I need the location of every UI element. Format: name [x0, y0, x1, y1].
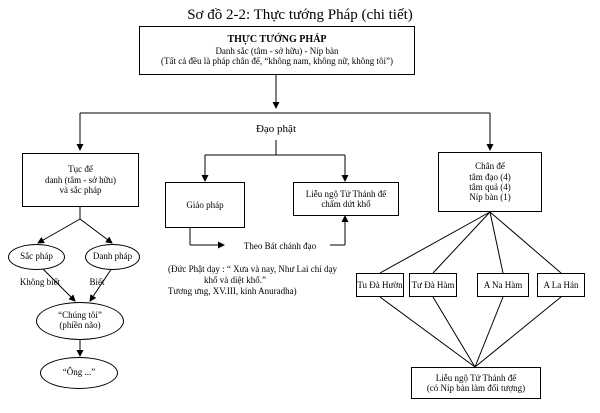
danh-phap-ellipse: Danh pháp: [85, 244, 140, 270]
saint-box-tu-da-ham: Tư Đà Hàm: [409, 273, 457, 297]
tuc-de-line1: Tục đế: [68, 164, 93, 175]
chan-de-box: Chân đế tâm đạo (4) tâm quả (4) Níp bàn …: [438, 152, 542, 212]
lieu-ngo-bottom-line2: (có Níp bàn làm đối tượng): [426, 383, 526, 393]
sac-phap-ellipse: Sắc pháp: [8, 244, 65, 270]
lieu-ngo-mid-box: Liễu ngộ Tứ Thánh đế chấm dứt khổ: [293, 182, 399, 216]
quote-line3: Tương ưng, XV.III, kinh Anuradha): [168, 285, 297, 296]
top-box-heading: THỰC TƯỚNG PHÁP: [227, 34, 327, 46]
buddha-quote: (Đức Phật dạy : “ Xưa và nay, Như Lai ch…: [168, 264, 338, 296]
top-box: THỰC TƯỚNG PHÁP Danh sắc (tâm - sở hữu) …: [139, 26, 415, 75]
saint-box-tu-da-huon: Tu Đà Hườn: [356, 273, 404, 297]
chan-de-line1: Chân đế: [475, 161, 505, 172]
chan-de-line3: tâm quả (4): [469, 182, 511, 192]
saint-box-a-na-ham: A Na Hàm: [477, 273, 529, 297]
chung-toi-line1: “Chúng tôi”: [58, 310, 102, 321]
khong-biet-label: Không biết: [19, 277, 61, 287]
top-box-line3: (Tất cả đều là pháp chân đế, “không nam,…: [160, 56, 394, 67]
dao-phat-label: Đạo phật: [255, 123, 296, 135]
saint-box-a-la-han: A La Hán: [537, 273, 585, 297]
biet-label: Biết: [89, 277, 105, 287]
quote-line2: khổ và diệt khổ.”: [204, 274, 266, 285]
tuc-de-line2: danh (tâm - sở hữu): [44, 174, 117, 185]
saint-label: A La Hán: [543, 279, 579, 290]
giao-phap-box: Giáo pháp: [165, 182, 245, 228]
ong-ellipse: “Ông ...”: [40, 357, 118, 389]
tuc-de-line3: và sắc pháp: [59, 185, 102, 196]
lieu-ngo-mid-line1: Liễu ngộ Tứ Thánh đế: [305, 188, 387, 199]
saint-label: Tư Đà Hàm: [411, 279, 455, 290]
diagram-title: Sơ đồ 2-2: Thực tướng Pháp (chi tiết): [187, 7, 413, 23]
lieu-ngo-bottom-line1: Liễu ngộ Tứ Thánh đế: [435, 372, 517, 383]
saint-label: A Na Hàm: [483, 279, 523, 290]
chan-de-line4: Níp bàn (1): [469, 192, 511, 203]
chung-toi-line2: (phiền não): [59, 320, 101, 330]
saint-label: Tu Đà Hườn: [357, 279, 403, 290]
quote-line1: (Đức Phật dạy : “ Xưa và nay, Như Lai ch…: [168, 264, 337, 274]
ong-label: “Ông ...”: [62, 367, 96, 378]
chung-toi-ellipse: “Chúng tôi” (phiền não): [36, 302, 124, 340]
top-box-line2: Danh sắc (tâm - sở hữu) - Níp bàn: [215, 45, 339, 56]
sac-phap-label: Sắc pháp: [20, 251, 53, 262]
chan-de-line2: tâm đạo (4): [469, 171, 511, 182]
giao-phap-label: Giáo pháp: [186, 199, 224, 210]
theo-bat-chanh-dao-label: Theo Bát chánh đạo: [243, 241, 317, 251]
danh-phap-label: Danh pháp: [92, 251, 133, 262]
lieu-ngo-mid-line2: chấm dứt khổ: [321, 199, 371, 209]
tuc-de-box: Tục đế danh (tâm - sở hữu) và sắc pháp: [22, 153, 139, 207]
lieu-ngo-bottom-box: Liễu ngộ Tứ Thánh đế (có Níp bàn làm đối…: [411, 367, 541, 399]
